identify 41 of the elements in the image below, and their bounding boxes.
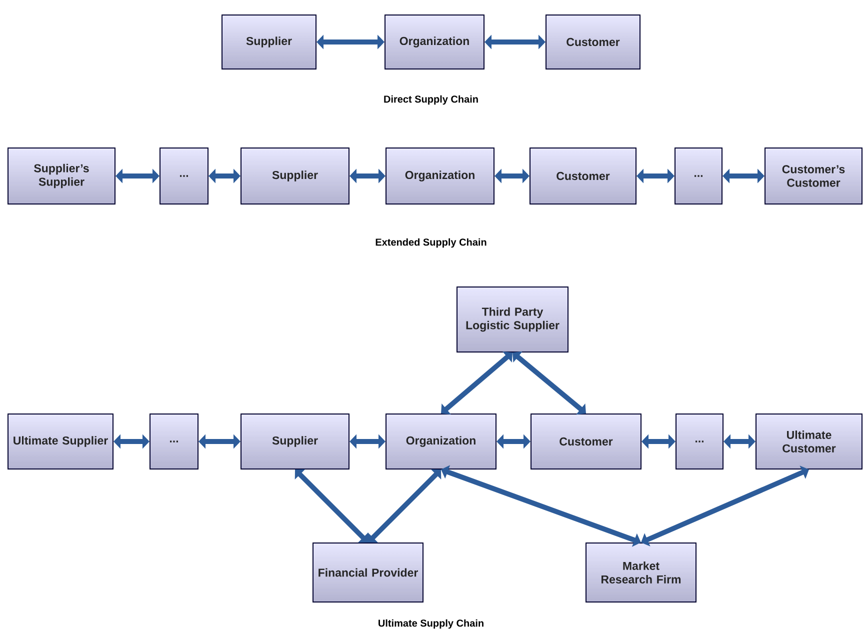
process-box: Customer’s Customer (764, 148, 862, 204)
double-arrow (441, 352, 512, 414)
chain-caption: Extended Supply Chain (376, 238, 486, 248)
process-box: Financial Provider (312, 542, 424, 602)
process-box: Market Research Firm (586, 542, 696, 602)
process-box: Organization (384, 14, 484, 70)
double-arrow (636, 168, 674, 184)
double-arrow (642, 434, 676, 449)
double-arrow (484, 34, 546, 50)
double-arrow (208, 168, 240, 184)
process-box: Customer (546, 14, 640, 70)
process-box: Organization (386, 414, 496, 470)
double-arrow (641, 466, 809, 546)
process-box: Supplier (222, 14, 316, 70)
process-box: Organization (386, 148, 494, 204)
double-arrow (198, 434, 240, 449)
double-arrow (494, 168, 530, 184)
double-arrow (350, 434, 386, 449)
process-box: ... (150, 414, 198, 470)
double-arrow (294, 469, 368, 543)
process-box: Supplier (240, 148, 350, 204)
process-box: Supplier’s Supplier (8, 148, 116, 204)
double-arrow (368, 469, 442, 543)
double-arrow (316, 34, 384, 50)
process-box: Ultimate Customer (756, 414, 862, 470)
double-arrow (496, 434, 530, 449)
chain-caption: Direct Supply Chain (384, 95, 478, 105)
process-box: Third Party Logistic Supplier (456, 286, 568, 352)
double-arrow (722, 168, 764, 184)
chain-caption: Ultimate Supply Chain (378, 619, 484, 629)
process-box: Customer (530, 414, 642, 470)
process-box: Ultimate Supplier (8, 414, 114, 470)
double-arrow (724, 434, 756, 449)
process-box: ... (674, 148, 722, 204)
double-arrow (350, 168, 386, 184)
process-box: ... (160, 148, 208, 204)
process-box: Supplier (240, 414, 350, 470)
double-arrow (116, 168, 160, 184)
double-arrow (114, 434, 150, 449)
process-box: ... (676, 414, 724, 470)
process-box: Customer (530, 148, 636, 204)
